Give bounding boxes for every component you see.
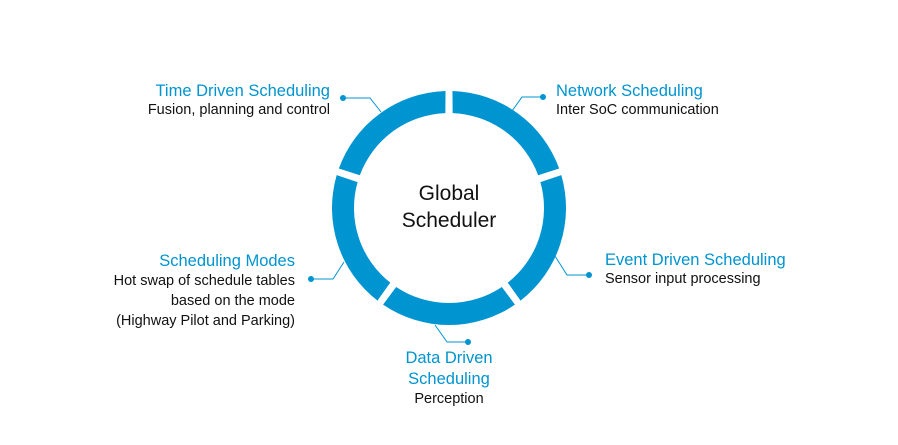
center-label: Global Scheduler (369, 180, 529, 234)
connector-scheduling-modes (311, 261, 345, 280)
connector-dot (340, 95, 346, 101)
ring-segment-time-driven (338, 91, 446, 176)
connector-dot (586, 272, 592, 278)
ring-segment-data-driven (383, 286, 515, 325)
node-data-driven: Data Driven Scheduling Perception (349, 348, 549, 409)
connector-data-driven (434, 324, 468, 343)
scheduler-ring (332, 91, 566, 325)
node-title: Data Driven (405, 349, 493, 367)
ring-segment-network (452, 91, 560, 176)
node-title: Time Driven Scheduling (155, 82, 330, 100)
center-line2: Scheduler (401, 209, 497, 232)
connector-time-driven (343, 97, 382, 113)
node-title: Scheduling Modes (159, 252, 295, 270)
center-line1: Global (418, 182, 480, 205)
connector-dot (465, 339, 471, 345)
connector-network (511, 96, 543, 112)
node-event-driven: Event Driven Scheduling Sensor input pro… (605, 251, 786, 289)
ring-segment-event-driven (507, 175, 566, 301)
ring-segment-scheduling-modes (332, 175, 391, 301)
node-time-driven: Time Driven Scheduling Fusion, planning … (148, 82, 330, 120)
node-description: Fusion, planning and control (147, 102, 330, 118)
connector-dot (540, 94, 546, 100)
node-title: Network Scheduling (556, 82, 703, 100)
node-description: Sensor input processing (605, 271, 761, 287)
node-scheduling-modes: Scheduling Modes Hot swap of schedule ta… (114, 251, 295, 331)
node-description: based on the mode (170, 293, 295, 309)
node-description: Hot swap of schedule tables (113, 273, 295, 289)
node-network: Network Scheduling Inter SoC communicati… (556, 82, 719, 120)
node-description: (Highway Pilot and Parking) (116, 313, 295, 329)
node-title: Event Driven Scheduling (605, 251, 786, 269)
node-description: Perception (414, 391, 484, 407)
connector-dot (308, 276, 314, 282)
node-title: Scheduling (408, 370, 490, 388)
connector-event-driven (554, 255, 589, 276)
node-description: Inter SoC communication (556, 102, 719, 118)
